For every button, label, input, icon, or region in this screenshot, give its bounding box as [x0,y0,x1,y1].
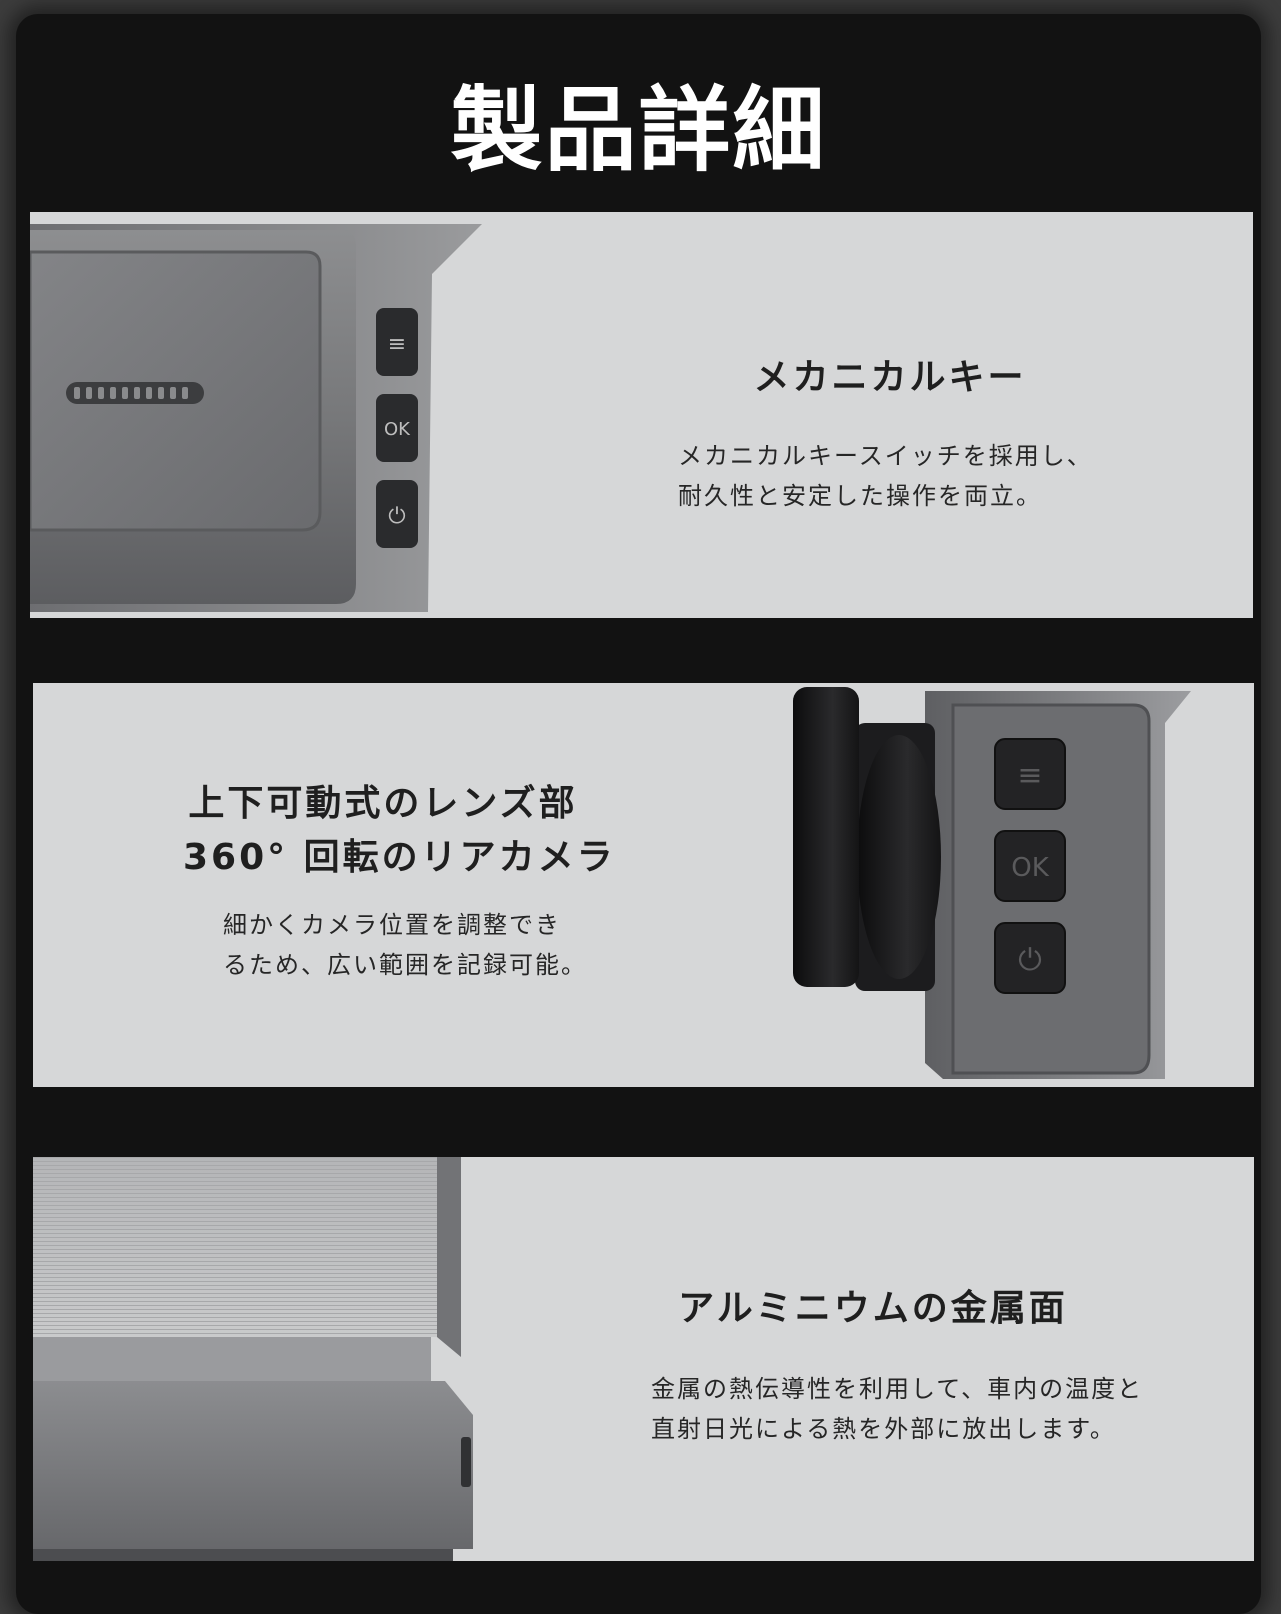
ok-button-label: OK [1011,853,1049,883]
dashcam-side-buttons-image: ≡ OK ⏻ [30,224,482,612]
rear-camera-image: ≡ OK ⏻ [793,687,1191,1079]
power-icon: ⏻ [388,504,405,529]
feature-description: 金属の熱伝導性を利用して、車内の温度と 直射日光による熱を外部に放出します。 [651,1375,1144,1443]
ok-button-label: OK [384,419,411,440]
feature-title: 上下可動式のレンズ部 360° 回転のリアカメラ [183,783,616,878]
feature-panel-aluminium-surface: アルミニウムの金属面 金属の熱伝導性を利用して、車内の温度と 直射日光による熱を… [33,1157,1254,1561]
feature-description: 細かくカメラ位置を調整でき るため、広い範囲を記録可能。 [223,911,587,979]
feature-panel-rotating-lens: 上下可動式のレンズ部 360° 回転のリアカメラ 細かくカメラ位置を調整でき る… [33,683,1254,1087]
product-details-frame: 製品詳細 [16,14,1261,1614]
feature-title: アルミニウムの金属面 [678,1288,1068,1329]
aluminium-body-image [33,1157,473,1561]
feature-title: メカニカルキー [753,357,1027,398]
feature-panel-mechanical-keys: ≡ OK ⏻ メカニカルキー メカニカルキースイッチを採用し、 耐久性と安定した… [30,212,1253,618]
feature-description: メカニカルキースイッチを採用し、 耐久性と安定した操作を両立。 [678,442,1093,510]
menu-icon: ≡ [1017,758,1042,793]
power-icon: ⏻ [1018,943,1042,978]
menu-icon: ≡ [388,332,406,357]
page-title: 製品詳細 [450,77,827,184]
